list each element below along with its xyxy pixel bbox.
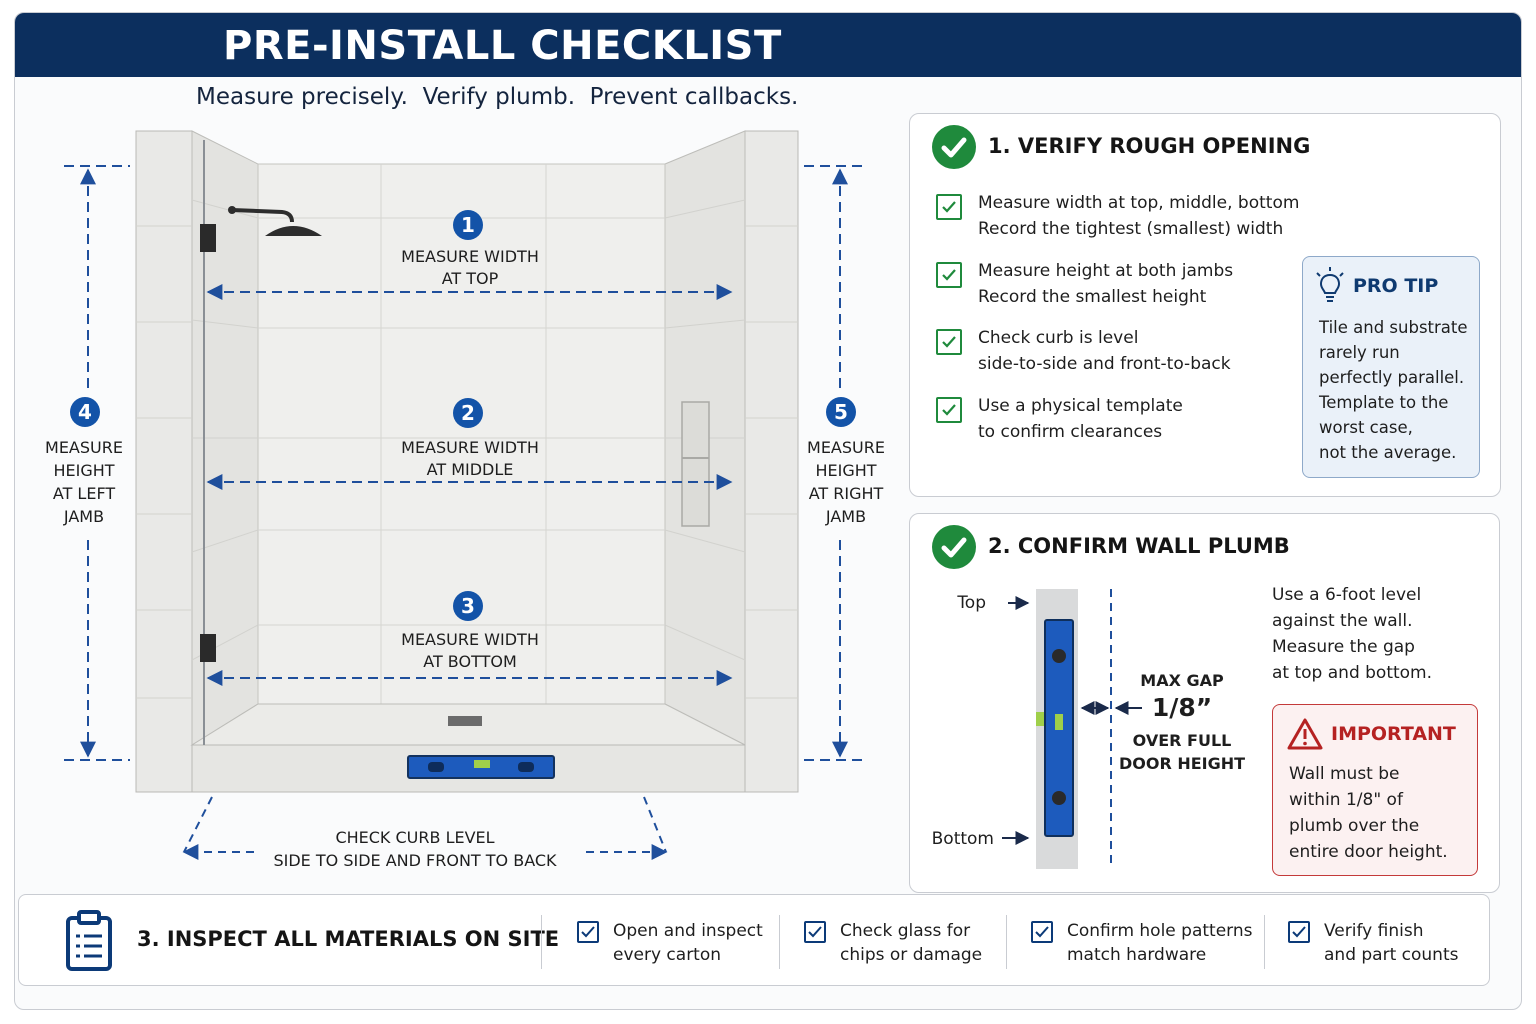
checkbox-icon xyxy=(804,921,826,943)
curb-label-2: SIDE TO SIDE AND FRONT TO BACK xyxy=(273,851,557,870)
pro-tip-title: PRO TIP xyxy=(1353,275,1439,297)
section2-check-icon xyxy=(932,525,976,569)
height-left-label-4: JAMB xyxy=(63,507,104,526)
width-middle-label-2: AT MIDDLE xyxy=(427,460,514,479)
max-gap-label: MAX GAP xyxy=(1140,671,1224,690)
badge-4: 4 xyxy=(70,397,100,427)
height-right-label-1: MEASURE xyxy=(807,438,885,457)
curb-arrows xyxy=(182,796,668,860)
badge-1: 1 xyxy=(453,210,483,240)
clipboard-icon xyxy=(66,910,112,971)
bottom-label: Bottom xyxy=(932,829,994,849)
gap-value: 1/8” xyxy=(1152,693,1212,722)
height-left-label-3: AT LEFT xyxy=(53,484,116,503)
curb-label-1: CHECK CURB LEVEL xyxy=(335,828,494,847)
door-height-label: DOOR HEIGHT xyxy=(1119,754,1245,773)
svg-text:1: 1 xyxy=(461,213,475,237)
height-right-label-4: JAMB xyxy=(825,507,866,526)
badge-5: 5 xyxy=(826,397,856,427)
badge-2: 2 xyxy=(453,398,483,428)
page-title: PRE-INSTALL CHECKLIST xyxy=(223,23,782,69)
height-left-label-2: HEIGHT xyxy=(53,461,114,480)
height-right-label-2: HEIGHT xyxy=(815,461,876,480)
pro-tip-box: PRO TIP Tile and substrate rarely run pe… xyxy=(1302,256,1480,478)
checkbox-icon xyxy=(577,921,599,943)
badge-3: 3 xyxy=(453,591,483,621)
width-top-label-2: AT TOP xyxy=(442,269,499,288)
section1-item-2: Measure height at both jambs Record the … xyxy=(936,258,1233,310)
section1-item-4: Use a physical template to confirm clear… xyxy=(936,393,1183,445)
shower-diagram: 1 2 3 4 5 MEASURE WIDTH AT TOP MEASURE W… xyxy=(45,130,885,870)
section3-item-1: Open and inspect every carton xyxy=(613,921,763,965)
right-wall-face xyxy=(744,130,799,793)
section3-item-4: Verify finish and part counts xyxy=(1324,921,1459,965)
warning-icon xyxy=(1287,718,1323,750)
checkbox-icon xyxy=(936,329,962,355)
section3-item-2: Check glass for chips or damage xyxy=(840,921,983,965)
checkbox-icon xyxy=(1288,921,1310,943)
checkbox-icon xyxy=(1031,921,1053,943)
checkbox-icon xyxy=(936,194,962,220)
plumb-note: Use a 6-foot level against the wall. Mea… xyxy=(1272,585,1433,683)
left-wall-face xyxy=(135,130,193,793)
page-subtitle: Measure precisely. Verify plumb. Prevent… xyxy=(196,84,799,110)
section2-title: 2. CONFIRM WALL PLUMB xyxy=(988,534,1290,558)
over-full-label: OVER FULL xyxy=(1133,731,1232,750)
floor-drain xyxy=(448,716,482,726)
important-body: Wall must be within 1/8" of plumb over t… xyxy=(1289,764,1448,862)
svg-text:3: 3 xyxy=(461,594,475,618)
height-right-label-3: AT RIGHT xyxy=(809,484,884,503)
width-top-label-1: MEASURE WIDTH xyxy=(401,247,539,266)
svg-text:2: 2 xyxy=(461,401,475,425)
section-verify-rough-opening: 1. VERIFY ROUGH OPENING Measure width at… xyxy=(909,113,1501,497)
top-label: Top xyxy=(956,593,986,613)
section1-item-1: Measure width at top, middle, bottom Rec… xyxy=(936,190,1299,242)
checkbox-icon xyxy=(936,397,962,423)
checkbox-icon xyxy=(936,262,962,288)
lightbulb-icon xyxy=(1316,267,1344,302)
back-wall-tile-grid xyxy=(258,164,665,704)
width-bottom-label-2: AT BOTTOM xyxy=(423,652,517,671)
section1-item-3: Check curb is level side-to-side and fro… xyxy=(936,325,1231,377)
important-box: IMPORTANT Wall must be within 1/8" of pl… xyxy=(1272,704,1478,876)
header-bar: PRE-INSTALL CHECKLIST xyxy=(15,13,1521,77)
bottom-hinge xyxy=(200,634,216,662)
pro-tip-body: Tile and substrate rarely run perfectly … xyxy=(1319,318,1468,462)
section1-title: 1. VERIFY ROUGH OPENING xyxy=(988,134,1311,158)
section1-check-icon xyxy=(932,125,976,169)
height-left-label-1: MEASURE xyxy=(45,438,123,457)
section3-item-3: Confirm hole patterns match hardware xyxy=(1067,921,1253,965)
width-bottom-label-1: MEASURE WIDTH xyxy=(401,630,539,649)
shower-head-icon xyxy=(228,206,322,236)
plumb-diagram: Top Bottom MAX GAP 1/8” OVER FULL DOOR H… xyxy=(932,589,1245,869)
height-arrows xyxy=(64,165,864,761)
svg-text:5: 5 xyxy=(834,400,848,424)
width-arrows xyxy=(206,284,733,686)
svg-text:4: 4 xyxy=(78,400,92,424)
back-wall xyxy=(257,163,666,705)
section-confirm-wall-plumb: 2. CONFIRM WALL PLUMB Top Bottom MAX GAP… xyxy=(909,513,1500,893)
top-hinge xyxy=(200,224,216,252)
section3-title: 3. INSPECT ALL MATERIALS ON SITE xyxy=(137,927,560,951)
section-inspect-materials: 3. INSPECT ALL MATERIALS ON SITE Open an… xyxy=(18,894,1490,986)
wall-niche xyxy=(681,401,710,527)
width-middle-label-1: MEASURE WIDTH xyxy=(401,438,539,457)
important-title: IMPORTANT xyxy=(1331,723,1456,745)
